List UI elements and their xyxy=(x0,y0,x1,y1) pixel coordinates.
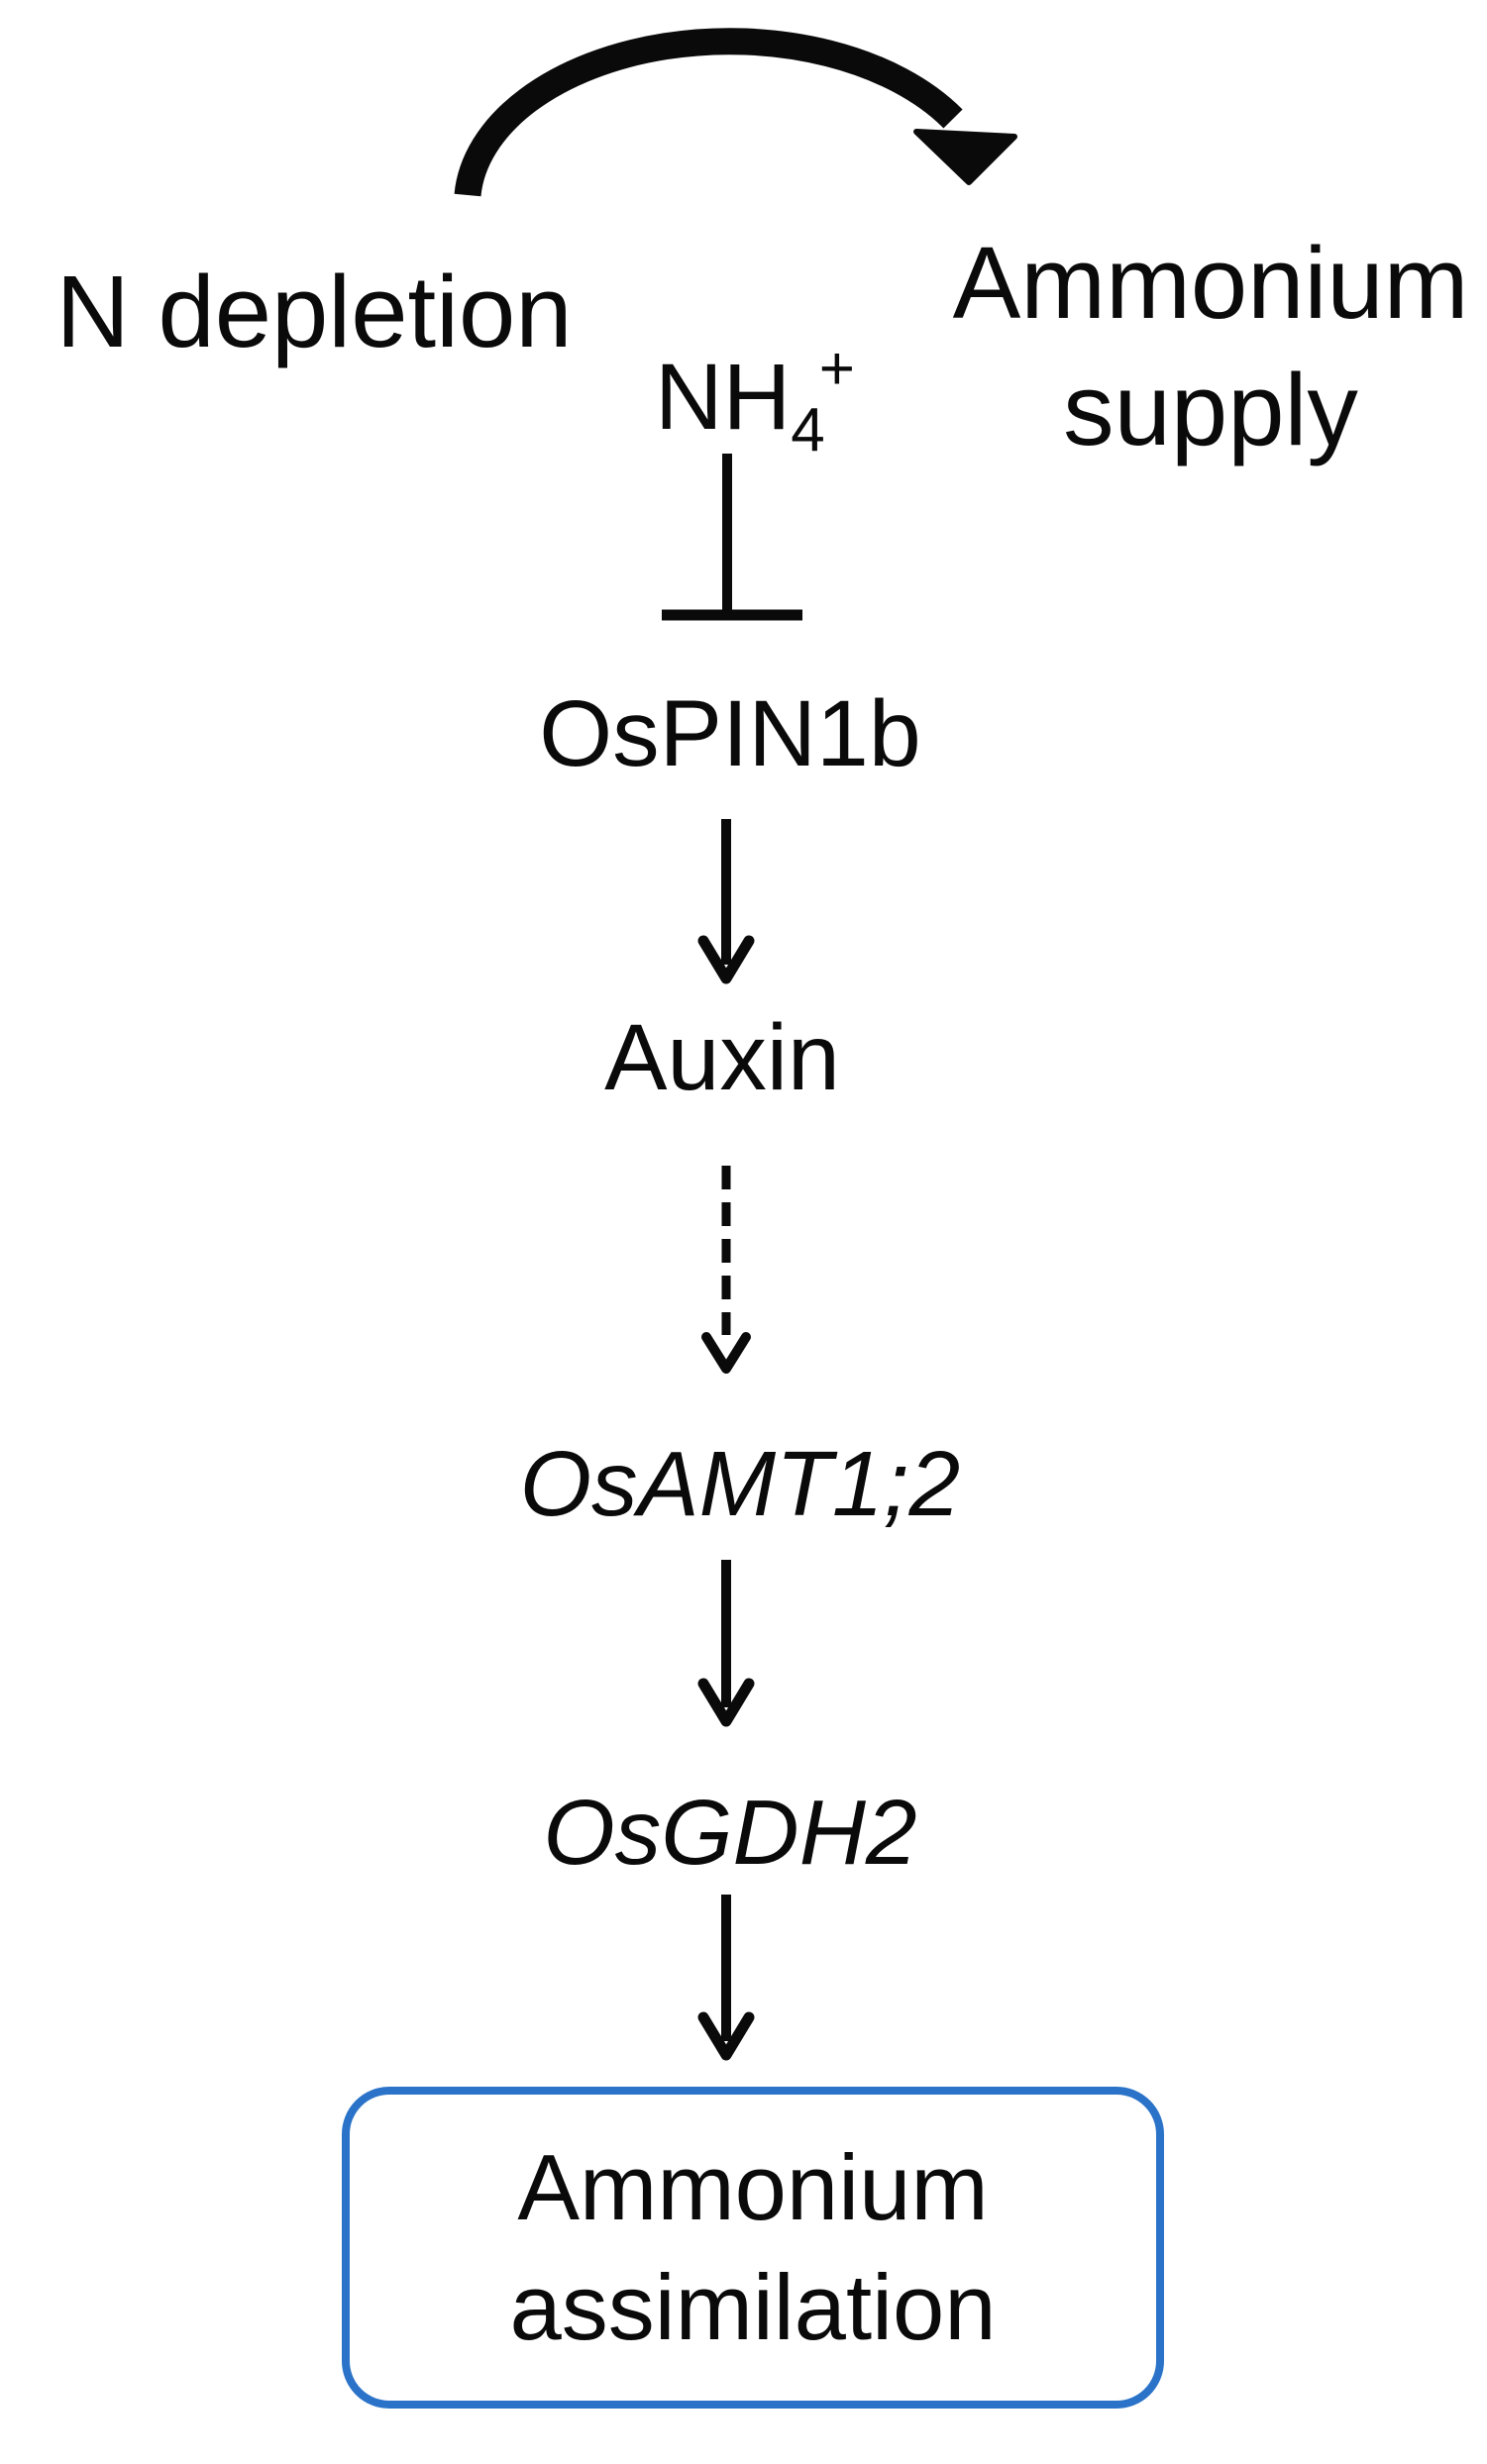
inhibition-tbar xyxy=(662,454,802,621)
nh4-base: NH xyxy=(655,345,792,450)
label-osgdh2: OsGDH2 xyxy=(543,1781,917,1884)
curved-arrow-head-icon xyxy=(913,129,1017,185)
arrow-osgdh2-to-assimilation xyxy=(697,1895,755,2061)
label-ammonium-supply-line1: Ammonium xyxy=(952,226,1469,340)
ammonium-assimilation-box: Ammonium assimilation xyxy=(342,2087,1164,2409)
label-auxin: Auxin xyxy=(604,1005,840,1110)
ammonium-assimilation-line1: Ammonium xyxy=(517,2135,989,2240)
arrow-head-icon xyxy=(697,2011,755,2061)
label-ospin1b: OsPIN1b xyxy=(539,681,921,786)
dashed-arrow-auxin-to-osamt12 xyxy=(701,1166,751,1374)
arrow-head-icon xyxy=(697,1678,755,1727)
label-ammonium-supply: Ammonium supply xyxy=(953,220,1469,472)
label-osamt12: OsAMT1;2 xyxy=(519,1432,961,1535)
curved-feedback-arrow xyxy=(454,28,1017,197)
ammonium-assimilation-line2: assimilation xyxy=(509,2254,997,2359)
arrow-head-icon xyxy=(697,935,755,984)
label-n-depletion: N depletion xyxy=(55,255,573,368)
curved-arrow-shaft xyxy=(454,28,963,197)
arrow-head-icon xyxy=(701,1332,751,1374)
arrow-ospin1b-to-auxin xyxy=(697,819,755,984)
label-ammonium-supply-line2: supply xyxy=(1063,352,1358,466)
nh4-superscript: + xyxy=(818,335,855,403)
arrow-osamt12-to-osgdh2 xyxy=(697,1560,755,1727)
label-nh4: NH4+ xyxy=(655,339,855,462)
nh4-subscript: 4 xyxy=(791,396,825,464)
